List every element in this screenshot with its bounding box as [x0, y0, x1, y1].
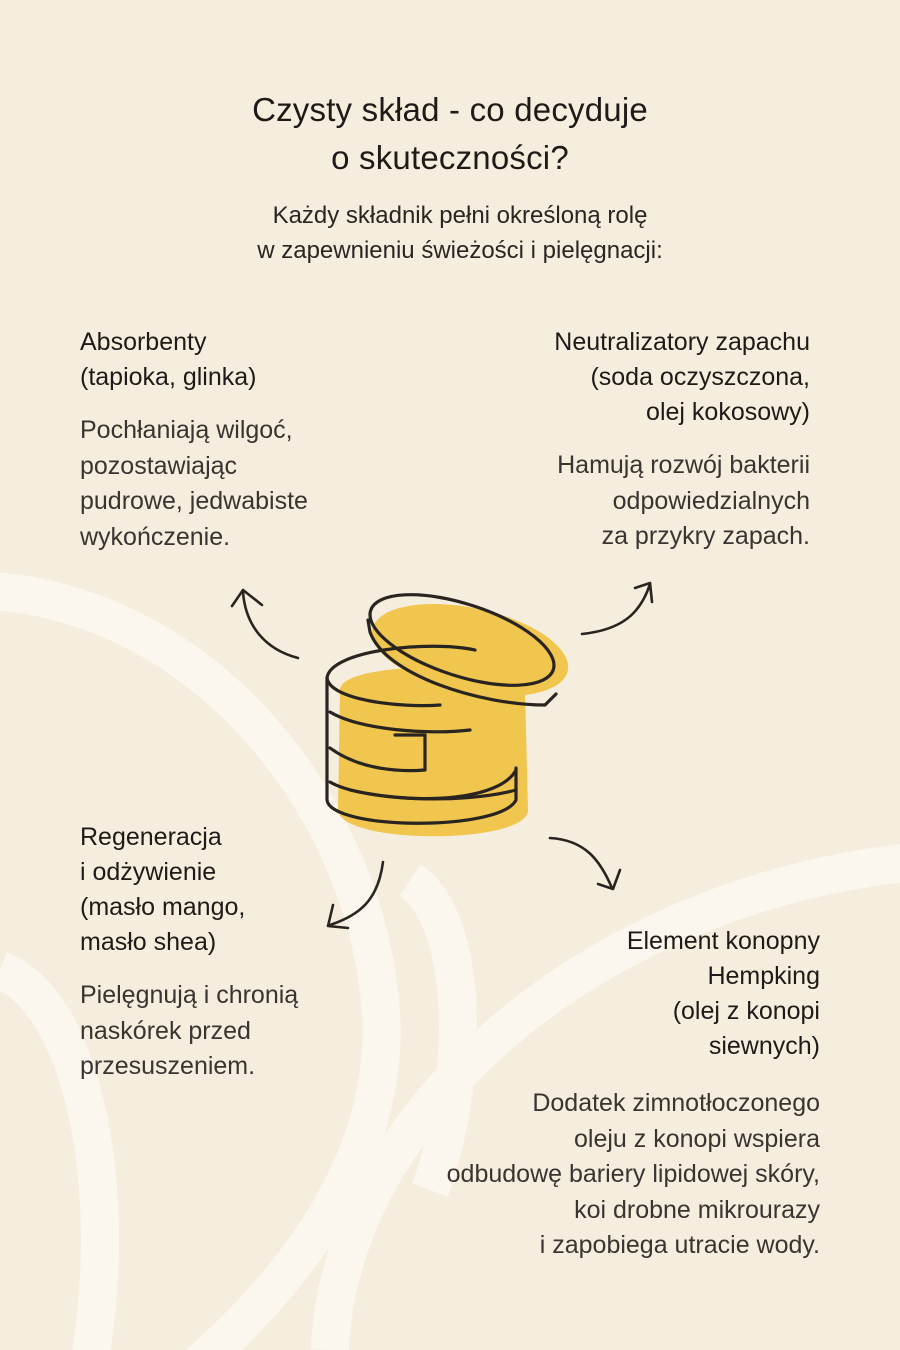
arrow-up-left-icon	[230, 588, 300, 660]
ingredient-description: Pielęgnują i chronią naskórek przed prze…	[80, 978, 420, 1085]
ingredient-heading: Neutralizatory zapachu (soda oczyszczona…	[440, 325, 810, 430]
page-subtitle: Każdy składnik pełni określoną rolę w za…	[150, 198, 770, 268]
heading-line: (tapioka, glinka)	[80, 363, 257, 391]
title-line-1: Czysty skład - co decyduje	[252, 91, 648, 128]
description-line: odbudowę bariery lipidowej skóry,	[446, 1160, 820, 1188]
description-line: naskórek przed	[80, 1016, 251, 1045]
description-line: odpowiedzialnych	[612, 486, 810, 515]
ingredient-regeneration: Regeneracja i odżywienie (masło mango, m…	[80, 820, 420, 1085]
ingredient-hemp: Element konopny Hempking (olej z konopi …	[350, 924, 820, 1264]
ingredient-heading: Regeneracja i odżywienie (masło mango, m…	[80, 820, 420, 960]
page-title: Czysty skład - co decyduje o skutecznośc…	[150, 86, 750, 182]
title-line-2: o skuteczności?	[331, 139, 569, 176]
heading-line: (masło mango,	[80, 893, 246, 921]
description-line: wykończenie.	[80, 522, 231, 551]
description-line: Dodatek zimnotłoczonego	[532, 1089, 820, 1117]
description-line: pudrowe, jedwabiste	[80, 487, 308, 515]
description-line: i zapobiega utracie wody.	[539, 1231, 820, 1259]
heading-line: olej kokosowy)	[646, 398, 810, 426]
subtitle-line-2: w zapewnieniu świeżości i pielęgnacji:	[257, 237, 663, 264]
description-line: Pochłaniają wilgoć,	[80, 416, 293, 444]
arrow-down-right-icon	[548, 836, 622, 891]
heading-line: masło shea)	[80, 928, 217, 956]
heading-line: siewnych)	[708, 1032, 820, 1060]
jar-with-lid-icon	[325, 593, 569, 837]
description-line: Pielęgnują i chronią	[80, 981, 299, 1009]
ingredient-description: Hamują rozwój bakterii odpowiedzialnych …	[440, 448, 810, 555]
ingredient-heading: Absorbenty (tapioka, glinka)	[80, 325, 420, 395]
arrow-up-right-icon	[580, 581, 654, 636]
subtitle-line-1: Każdy składnik pełni określoną rolę	[272, 202, 648, 229]
heading-line: (soda oczyszczona,	[590, 363, 810, 391]
ingredient-description: Dodatek zimnotłoczonego oleju z konopi w…	[350, 1086, 820, 1264]
ingredient-odor-neutralizers: Neutralizatory zapachu (soda oczyszczona…	[440, 325, 810, 555]
heading-line: Element konopny	[626, 927, 820, 955]
description-line: koi drobne mikrourazy	[574, 1195, 820, 1224]
description-line: pozostawiając	[80, 451, 238, 480]
arrow-down-left-icon	[326, 860, 385, 930]
heading-line: i odżywienie	[80, 858, 217, 886]
heading-line: Hempking	[707, 962, 820, 990]
ingredient-heading: Element konopny Hempking (olej z konopi …	[350, 924, 820, 1064]
heading-line: Neutralizatory zapachu	[554, 328, 810, 356]
heading-line: Regeneracja	[80, 823, 222, 851]
description-line: oleju z konopi wspiera	[574, 1124, 820, 1153]
ingredient-absorbents: Absorbenty (tapioka, glinka) Pochłaniają…	[80, 325, 420, 555]
heading-line: Absorbenty	[80, 328, 207, 356]
heading-line: (olej z konopi	[672, 997, 820, 1025]
description-line: Hamują rozwój bakterii	[557, 451, 810, 479]
description-line: przesuszeniem.	[80, 1052, 256, 1080]
ingredient-description: Pochłaniają wilgoć, pozostawiając pudrow…	[80, 413, 420, 555]
description-line: za przykry zapach.	[601, 522, 810, 550]
